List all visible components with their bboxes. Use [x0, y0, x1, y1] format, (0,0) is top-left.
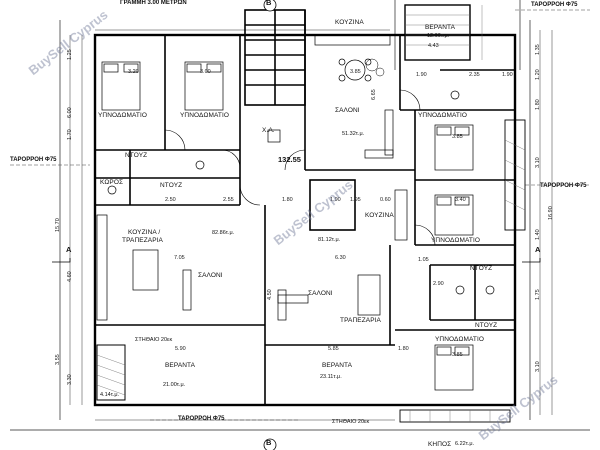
dim-h: 7.05 [174, 255, 185, 261]
dim-v: 3.55 [55, 354, 61, 365]
dim-h: 3.85 [452, 134, 463, 140]
dim-v: 1.40 [535, 229, 541, 240]
room-bedroom-r1: ΥΠΝΟΔΩΜΑΤΙΟ [418, 112, 468, 119]
dim-v: 4.50 [267, 289, 273, 300]
section-marker-left: A [66, 245, 72, 254]
room-wc: Χ.Α. [262, 127, 275, 134]
dim-h: 2.35 [469, 72, 480, 78]
dim-h: 3.00 [200, 69, 211, 75]
dim-h: 1.90 [502, 72, 513, 78]
dim-h: 1.95 [350, 197, 361, 203]
area-apt-left: 82.86τ.μ. [212, 230, 235, 236]
dim-h: 1.80 [398, 346, 409, 352]
room-veranda-top: ΒΕΡΑΝΤΑ [425, 24, 456, 31]
room-living-top: ΣΑΛΟΝΙ [335, 107, 360, 114]
dim-h: 5.85 [328, 346, 339, 352]
dim-h: 1.90 [416, 72, 427, 78]
room-shower-r1: ΝΤΟΥΖ [470, 265, 493, 272]
dim-h: 1.90 [330, 197, 341, 203]
dim-h: 2.55 [223, 197, 234, 203]
area-planter-left: 4.14τ.μ. [100, 392, 120, 398]
level-marker: 132.55 [278, 155, 301, 164]
room-bedroom-r3: ΥΠΝΟΔΩΜΑΤΙΟ [435, 336, 485, 343]
room-dining-mid: ΤΡΑΠΕΖΑΡΙΑ [340, 317, 381, 324]
section-marker-top: B [266, 0, 272, 7]
parapet-label-left: ΣΤΗΘΑΙΟ 20εκ [135, 337, 173, 343]
room-living-left: ΣΑΛΟΝΙ [198, 272, 223, 279]
dim-v: 1.35 [535, 44, 541, 55]
room-bedroom-b: ΥΠΝΟΔΩΜΑΤΙΟ [180, 112, 230, 119]
room-kitchen-dining-left-2: ΤΡΑΠΕΖΑΡΙΑ [122, 237, 163, 244]
room-veranda-left: ΒΕΡΑΝΤΑ [165, 362, 196, 369]
dim-v: 15.70 [55, 218, 61, 232]
dim-h: 2.50 [165, 197, 176, 203]
dim-h: 1.05 [418, 257, 429, 263]
section-marker-bottom: B [266, 438, 272, 447]
area-veranda-top: 12.60τ.μ. [427, 33, 450, 39]
dim-v: 1.75 [535, 289, 541, 300]
room-shower-b: ΝΤΟΥΖ [160, 182, 183, 189]
dim-v: 1.80 [535, 99, 541, 110]
dim-v: 4.60 [67, 271, 73, 282]
dim-v: 16.90 [548, 206, 554, 220]
dim-v: 3.10 [535, 361, 541, 372]
area-veranda-mid: 23.11τ.μ. [320, 374, 342, 380]
area-planter-bottom: 6.22τ.μ. [455, 441, 475, 447]
room-bedroom-a: ΥΠΝΟΔΩΜΑΤΙΟ [98, 112, 148, 119]
dim-h: 2.90 [433, 281, 444, 287]
area-apt-top: 51.32τ.μ. [342, 131, 365, 137]
dim-v: 1.20 [535, 69, 541, 80]
dim-v: 6.65 [371, 89, 377, 100]
dim-v: 3.10 [535, 157, 541, 168]
parapet-label-bottom: ΣΤΗΘΑΙΟ 20εκ [332, 419, 370, 425]
room-shower-a: ΝΤΟΥΖ [125, 152, 148, 159]
dim-h: 1.80 [282, 197, 293, 203]
room-bedroom-r2: ΥΠΝΟΔΩΜΑΤΙΟ [431, 237, 481, 244]
setback-label-right-mid: ΤΑΡΟΡΡΟΗ Φ75 [540, 183, 587, 189]
room-shower-r2: ΝΤΟΥΖ [475, 322, 498, 329]
dim-h: 3.85 [452, 352, 463, 358]
room-living-mid: ΣΑΛΟΝΙ [308, 290, 333, 297]
area-apt-mid: 81.12τ.μ. [318, 237, 341, 243]
setback-label-left: ΤΑΡΟΡΡΟΗ Φ75 [10, 157, 57, 163]
room-kitchen-mid: ΚΟΥΖΙΝΑ [365, 212, 394, 219]
room-storage: ΚΩΡΟΣ [100, 179, 124, 186]
dim-h: 3.20 [128, 69, 139, 75]
area-veranda-left: 21.00τ.μ. [163, 382, 186, 388]
dim-h: 5.90 [175, 346, 186, 352]
setback-label-right-top: ΤΑΡΟΡΡΟΗ Φ75 [531, 2, 578, 8]
dim-h: 3.40 [455, 197, 466, 203]
room-kitchen-top: ΚΟΥΖΙΝΑ [335, 19, 364, 26]
dim-v: 1.70 [67, 129, 73, 140]
room-veranda-mid: ΒΕΡΑΝΤΑ [322, 362, 353, 369]
room-kitchen-dining-left-1: ΚΟΥΖΙΝΑ / [128, 229, 161, 236]
room-planter-bottom: ΚΗΠΟΣ [428, 441, 452, 448]
dim-v: 6.00 [67, 107, 73, 118]
dim-h: 0.60 [380, 197, 391, 203]
section-marker-right: A [535, 245, 541, 254]
dim-h: 4.43 [428, 43, 439, 49]
setback-note: ΓΡΑΜΜΗ 3.00 ΜΕΤΡΩΝ [120, 0, 187, 6]
dim-v: 3.30 [67, 374, 73, 385]
dim-h: 3.85 [350, 69, 361, 75]
setback-label-bottom: ΤΑΡΟΡΡΟΗ Φ75 [178, 416, 225, 422]
dim-h: 6.30 [335, 255, 346, 261]
